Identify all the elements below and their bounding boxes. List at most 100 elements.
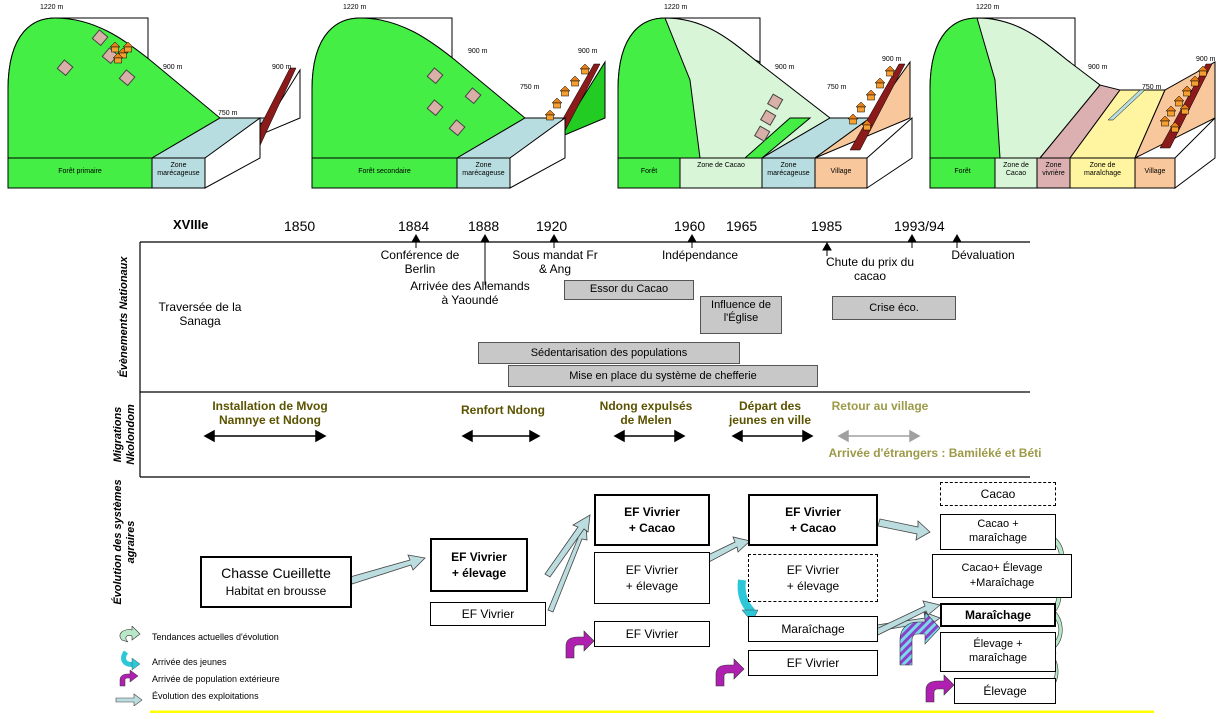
box-crise-eco: Crise éco. — [832, 296, 956, 320]
year-1965: 1965 — [726, 218, 758, 234]
p4-alt-right: 900 m — [1196, 56, 1216, 63]
year-1985: 1985 — [811, 218, 843, 234]
year-1993-94: 1993/94 — [894, 218, 945, 234]
p4-zone-4: Zone de maraîchage — [1084, 162, 1121, 178]
legend-icons — [115, 626, 143, 706]
sys-cacao: Cacao — [940, 482, 1056, 506]
sys-ef-vivrier-cacao-1: EF Vivrier + Cacao — [594, 494, 710, 546]
legend-label-jeunes: Arrivée des jeunes — [152, 657, 227, 667]
p2-alt-mid: 900 m — [468, 48, 488, 55]
sys-efve3-l2: + élevage — [786, 579, 840, 593]
sys-efve1-l1: EF Vivrier — [451, 549, 507, 564]
box-influence-eglise: Influence de l'Église — [700, 296, 782, 334]
panel-2 — [311, 17, 606, 189]
panel-1 — [7, 17, 301, 189]
sys-efvc1-l2: + Cacao — [628, 521, 676, 535]
sys-elevage-maraichage: Élevage + maraîchage — [940, 632, 1056, 672]
legend-label-tendances: Tendances actuelles d'évolution — [152, 632, 279, 642]
migration-depart-jeunes: Départ des jeunes en ville — [728, 399, 812, 427]
sys-ef-vivrier-3: EF Vivrier — [748, 650, 878, 676]
sys-cem-l2: +Maraîchage — [969, 577, 1035, 589]
year-1850: 1850 — [284, 218, 316, 234]
sys-ef-vivrier-cacao-2: EF Vivrier + Cacao — [748, 494, 878, 546]
p1-alt-low: 750 m — [218, 110, 238, 117]
migration-retour: Retour au village — [831, 399, 929, 413]
legend-green-arrow-icon — [119, 626, 141, 643]
legend-label-evolution: Évolution des exploitations — [152, 691, 259, 701]
legend-purple-arrow-icon — [119, 669, 139, 687]
p3-alt-top: 1220 m — [664, 4, 688, 11]
year-1888: 1888 — [468, 218, 500, 234]
sys-efvc1-l1: EF Vivrier — [624, 504, 680, 519]
p3-zone-3: Zone marécageuse — [767, 162, 810, 178]
sys-cacao-maraichage: Cacao + maraîchage — [940, 514, 1056, 550]
sys-ef-vivrier-1: EF Vivrier — [430, 602, 546, 626]
label-evenements-nationaux: Évènements Nationaux — [118, 256, 130, 378]
migration-arrivee-etrangers: Arrivée d'étrangers : Bamiléké et Béti — [828, 446, 1042, 460]
sys-efve1-l2: + élevage — [451, 566, 507, 580]
p1-zone-1: Forêt primaire — [58, 168, 102, 175]
p2-alt-right: 900 m — [578, 48, 598, 55]
legend-label-population: Arrivée de population extérieure — [152, 674, 280, 684]
sys-em-l1: Élevage + — [973, 638, 1023, 651]
sys-cm-l2: maraîchage — [968, 532, 1028, 544]
p4-zone-3: Zone vivrière — [1042, 162, 1065, 178]
traversee-sanaga: Traversée de la Sanaga — [158, 300, 242, 328]
p3-alt-mid: 900 m — [775, 64, 795, 71]
label-migrations: Migrations Nkolondom — [112, 404, 137, 465]
event-chute-prix: Chute du prix du cacao — [825, 255, 915, 283]
p4-alt-top: 1220 m — [976, 4, 1000, 11]
box-chefferie: Mise en place du système de chefferie — [508, 365, 818, 387]
p1-alt-top: 1220 m — [40, 4, 64, 11]
year-1920: 1920 — [536, 218, 568, 234]
event-allemands: Arrivée des Allemands à Yaoundé — [410, 279, 530, 307]
sys-efve2-l2: + élevage — [625, 579, 679, 593]
sys-ef-vivrier-elevage-2: EF Vivrier + élevage — [594, 552, 710, 604]
event-independance: Indépendance — [661, 248, 739, 262]
p1-zone-2: Zone marécageuse — [157, 162, 200, 178]
p4-zone-5: Village — [1144, 168, 1166, 175]
sys-em-l2: maraîchage — [968, 652, 1028, 664]
sys-chasse-cueillette: Chasse Cueillette Habitat en brousse — [200, 556, 352, 608]
p1-alt-right: 900 m — [272, 64, 292, 71]
sys-cacao-elevage-maraichage: Cacao+ Élevage +Maraîchage — [932, 554, 1072, 598]
sys-efvc2-l1: EF Vivrier — [785, 504, 841, 519]
p2-alt-low: 750 m — [520, 84, 540, 91]
sys-ef-vivrier-elevage-3: EF Vivrier + élevage — [748, 554, 878, 602]
event-mandat: Sous mandat Fr & Ang — [512, 248, 598, 276]
p4-zone-2: Zone de Cacao — [1003, 162, 1029, 178]
box-sedentarisation: Sédentarisation des populations — [478, 342, 740, 364]
sys-ef-vivrier-2: EF Vivrier — [594, 621, 710, 647]
panel-3 — [617, 17, 913, 189]
p4-alt-low: 750 m — [1142, 84, 1162, 91]
migration-expulses: Ndong expulsés de Melen — [599, 399, 693, 427]
panel-4 — [929, 17, 1216, 189]
landscape-panels — [7, 17, 1216, 189]
sys-chasse-line1: Chasse Cueillette — [221, 565, 331, 582]
label-evolution-systemes: Évolution des systèmes agraires — [112, 479, 137, 605]
p2-zone-2: Zone marécageuse — [462, 162, 505, 178]
year-1884: 1884 — [398, 218, 430, 234]
sys-maraichage-1: Maraîchage — [748, 616, 878, 642]
sys-cm-l1: Cacao + — [977, 518, 1019, 531]
p4-alt-mid: 900 m — [1088, 64, 1108, 71]
p3-zone-4: Village — [830, 168, 852, 175]
event-devaluation: Dévaluation — [951, 248, 1015, 262]
p3-alt-low: 750 m — [827, 84, 847, 91]
year-xviiie: XVIIIe — [173, 217, 209, 232]
legend-lightblue-arrow-icon — [115, 693, 143, 706]
p3-zone-1: Forêt — [640, 168, 658, 175]
box-essor-cacao: Essor du Cacao — [564, 280, 694, 300]
p1-alt-mid: 900 m — [163, 64, 183, 71]
sys-efve3-l1: EF Vivrier — [786, 562, 840, 577]
sys-efve2-l1: EF Vivrier — [625, 562, 679, 577]
sys-maraichage-2: Maraîchage — [940, 603, 1056, 627]
sys-chasse-line2: Habitat en brousse — [225, 584, 327, 599]
sys-ef-vivrier-elevage-1: EF Vivrier + élevage — [430, 538, 528, 592]
legend-cyan-arrow-icon — [121, 650, 141, 671]
sys-elevage: Élevage — [954, 678, 1056, 704]
p3-alt-right: 900 m — [882, 56, 902, 63]
migration-renfort: Renfort Ndong — [461, 403, 545, 417]
p2-zone-1: Forêt secondaire — [358, 168, 411, 175]
p4-zone-1: Forêt — [954, 168, 971, 175]
